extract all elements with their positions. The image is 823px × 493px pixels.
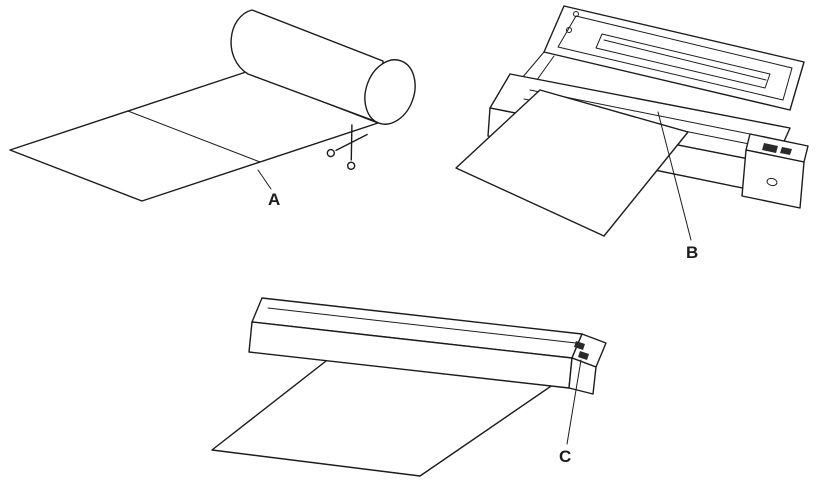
label-c: C — [559, 447, 571, 466]
label-b: B — [686, 243, 698, 262]
control-end-cap — [568, 333, 607, 395]
label-a-leader — [257, 169, 272, 190]
label-a: A — [268, 190, 280, 209]
printer-printing-drawing: C — [211, 297, 607, 477]
power-button — [574, 341, 585, 350]
printer-open-lid — [543, 5, 805, 111]
paper-roll-drawing: A — [9, 9, 416, 209]
label-c-leader — [566, 359, 582, 445]
loading-paper-sheet — [455, 89, 689, 237]
label-b-leader — [657, 111, 692, 241]
power-button — [762, 143, 778, 153]
paper-roll-cylinder — [230, 9, 416, 125]
figure-printer-open: B — [452, 0, 823, 262]
feed-button — [780, 147, 792, 155]
printer-open-drawing: B — [455, 5, 809, 262]
scissors-icon — [326, 124, 368, 170]
figure-paper-roll: A — [0, 0, 440, 230]
control-panel — [741, 133, 809, 209]
feed-button — [578, 351, 589, 360]
figure-printer-printing: C — [210, 276, 620, 488]
